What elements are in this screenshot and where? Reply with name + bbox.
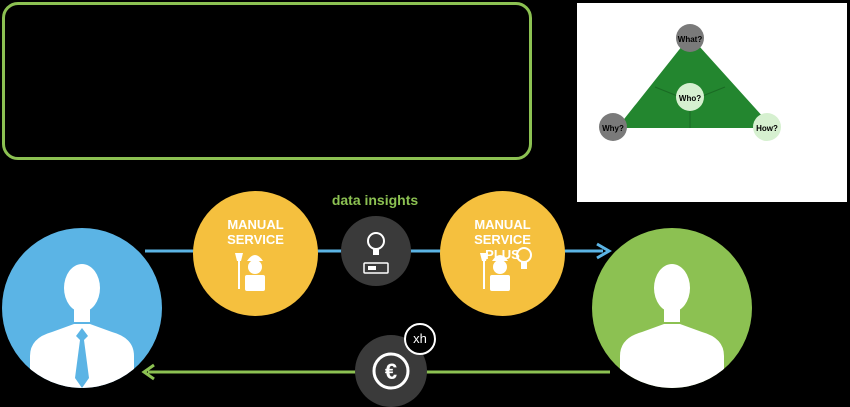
triangle-diagram-panel: What? Who? Why? How? [577, 3, 847, 202]
empty-text-box [2, 2, 532, 160]
payment-arrow-head [141, 363, 155, 381]
node-why [599, 113, 627, 141]
multiplier-badge: xh [404, 323, 436, 355]
triangle-shape [617, 36, 773, 128]
svg-text:€: € [385, 359, 397, 384]
node-label-how: How? [756, 124, 778, 133]
data-insights-label: data insights [331, 192, 419, 208]
node-label-what: What? [678, 35, 703, 44]
lightbulb-icon [363, 232, 389, 274]
customer-person-icon [2, 228, 162, 388]
device-meter-icon [363, 262, 389, 274]
construction-worker-lightbulb-icon [480, 247, 532, 291]
node-label-who: Who? [679, 94, 701, 103]
person-silhouette-icon [30, 264, 134, 388]
manual-service-circle: MANUAL SERVICE [193, 191, 318, 316]
node-how [753, 113, 781, 141]
lightbulb-icon [516, 247, 532, 263]
triangle-diagram: What? Who? Why? How? [599, 24, 781, 141]
construction-worker-icon [235, 253, 265, 291]
person-silhouette-icon [620, 264, 724, 388]
service-arrow-head [596, 242, 612, 260]
provider-person-icon [592, 228, 752, 388]
node-what [676, 24, 704, 52]
euro-icon: € [372, 352, 410, 390]
payment-circle: € [355, 335, 427, 407]
manual-service-label: MANUAL SERVICE [227, 217, 284, 247]
manual-service-plus-label: MANUAL SERVICE PLUS [474, 217, 531, 262]
insight-circle [341, 216, 411, 286]
necktie-icon [75, 328, 89, 388]
node-label-why: Why? [602, 124, 624, 133]
node-who [676, 83, 704, 111]
manual-service-plus-circle: MANUAL SERVICE PLUS [440, 191, 565, 316]
